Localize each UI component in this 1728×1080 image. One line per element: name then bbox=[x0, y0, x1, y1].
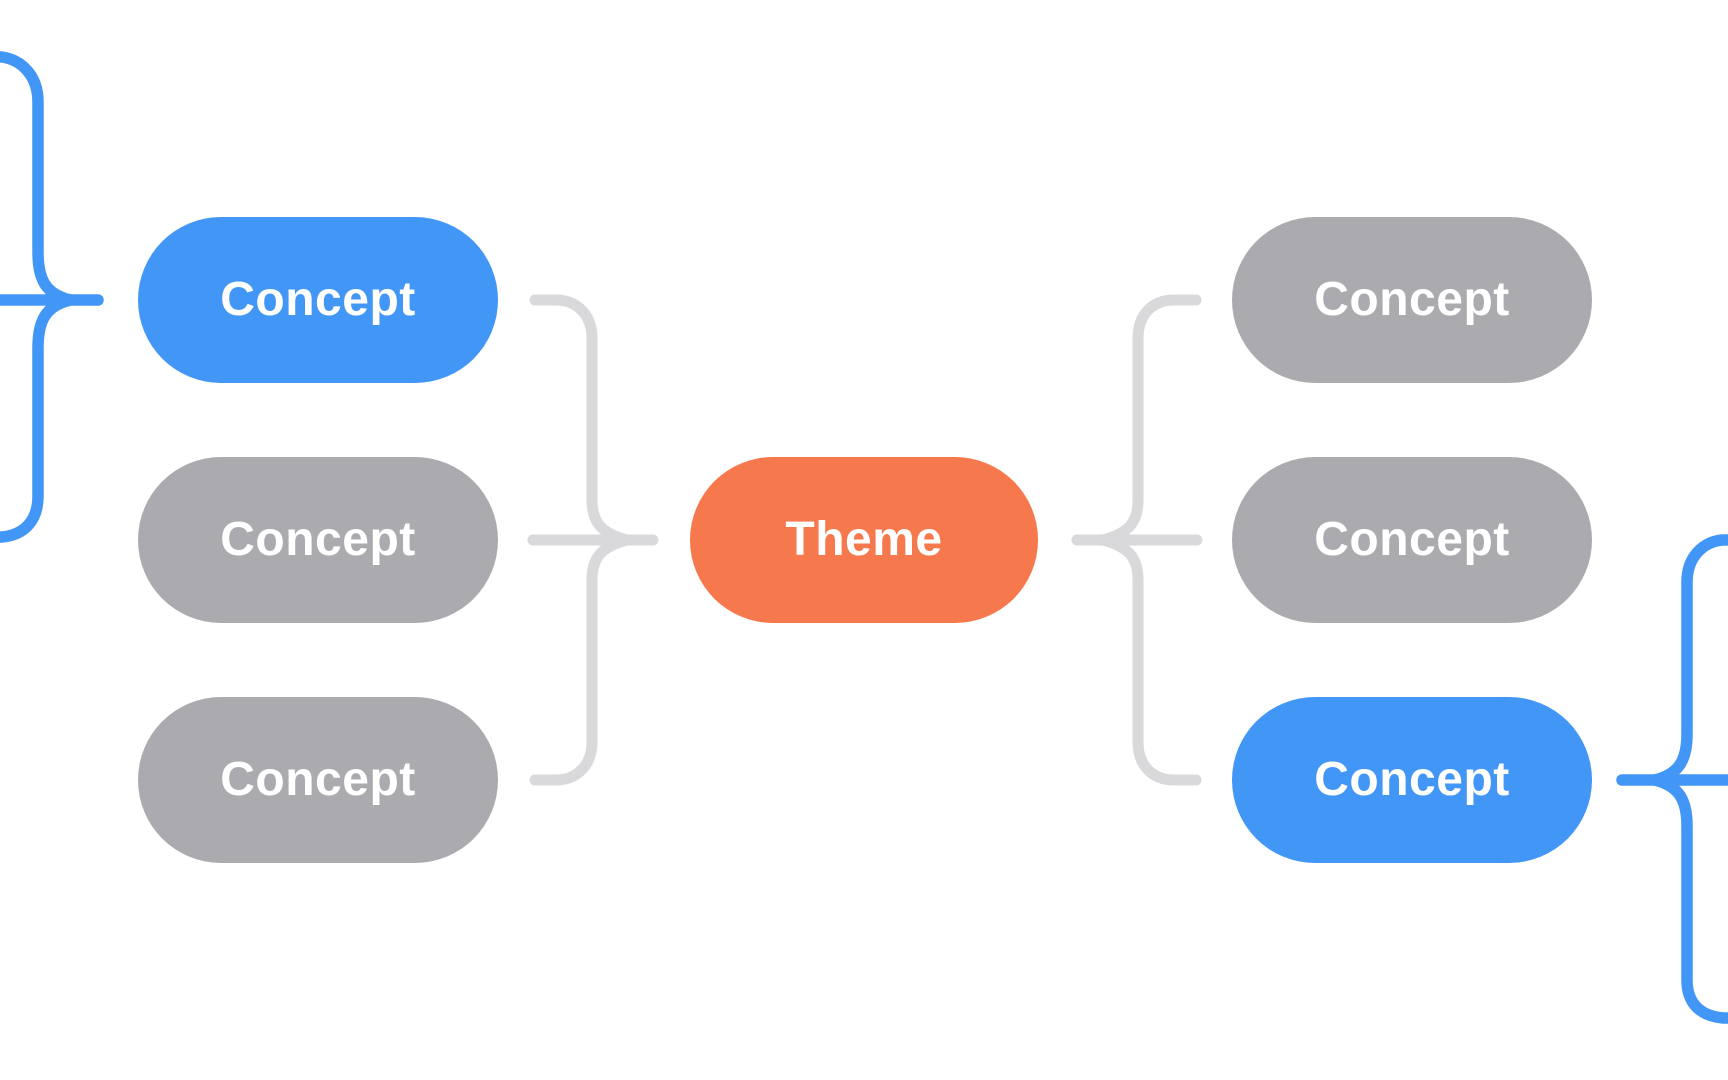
right-concept-label-3: Concept bbox=[1314, 753, 1510, 806]
left-concept-node-2[interactable]: Concept bbox=[138, 457, 498, 623]
left-concept-label-2: Concept bbox=[220, 513, 416, 566]
left-concept-node-3[interactable]: Concept bbox=[138, 697, 498, 863]
theme-right-brace bbox=[1071, 294, 1203, 786]
left-concept-label-1: Concept bbox=[220, 273, 416, 326]
right-concept-label-2: Concept bbox=[1314, 513, 1510, 566]
right-concept-node-2[interactable]: Concept bbox=[1232, 457, 1592, 623]
right-offscreen-brace bbox=[1616, 534, 1728, 1024]
left-concept-node-1[interactable]: Concept bbox=[138, 217, 498, 383]
left-concept-label-3: Concept bbox=[220, 753, 416, 806]
right-concept-node-1[interactable]: Concept bbox=[1232, 217, 1592, 383]
theme-label: Theme bbox=[785, 513, 943, 566]
right-concept-label-1: Concept bbox=[1314, 273, 1510, 326]
right-concept-node-3[interactable]: Concept bbox=[1232, 697, 1592, 863]
theme-left-brace bbox=[527, 294, 659, 786]
theme-node[interactable]: Theme bbox=[690, 457, 1038, 623]
left-offscreen-brace bbox=[0, 51, 104, 543]
